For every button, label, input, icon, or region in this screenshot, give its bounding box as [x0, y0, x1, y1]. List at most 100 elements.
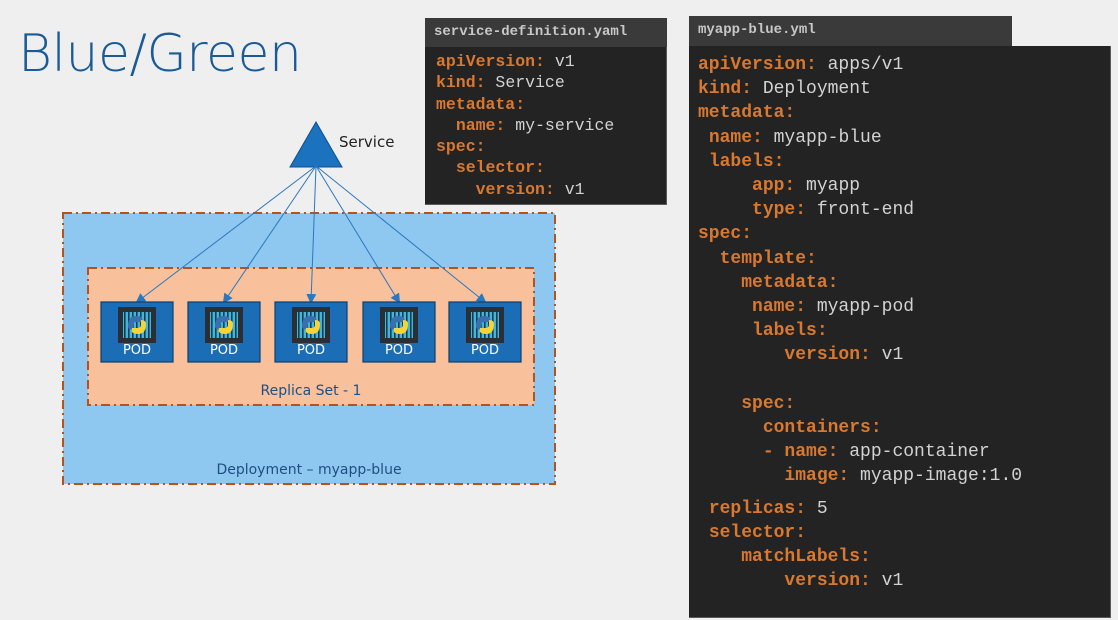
yaml-indent	[698, 499, 709, 519]
service-triangle-icon[interactable]	[289, 121, 343, 168]
python-container-icon	[205, 307, 243, 343]
yaml-value: apps/v1	[816, 55, 904, 75]
yaml-key: version:	[784, 571, 871, 592]
yaml-indent	[698, 321, 752, 341]
yaml-value: v1	[870, 571, 904, 592]
yaml-key: replicas:	[708, 498, 807, 519]
service-to-pod-arrow	[222, 165, 317, 304]
yaml-indent	[436, 116, 456, 135]
yaml-line: metadata:	[698, 101, 1110, 125]
yaml-line: - name: app-container	[698, 440, 1110, 464]
service-to-pod-arrow	[315, 165, 401, 304]
yaml-line: containers:	[698, 416, 1110, 440]
yaml-value: Deployment	[752, 79, 871, 100]
yaml-value: myapp	[795, 176, 861, 197]
yaml-value: myapp-image:1.0	[849, 466, 1023, 487]
pod-label: POD	[471, 343, 499, 358]
yaml-line: labels:	[698, 319, 1110, 343]
deployment-yaml-filename-tab[interactable]: myapp-blue.yml	[689, 16, 1012, 46]
yaml-line: selector:	[436, 157, 666, 178]
yaml-key: containers:	[762, 418, 882, 439]
yaml-line: template:	[698, 247, 1110, 271]
yaml-line: name: myapp-blue	[698, 126, 1110, 150]
yaml-line: name: myapp-pod	[698, 295, 1110, 319]
yaml-indent	[698, 176, 752, 196]
yaml-value: 5	[806, 498, 828, 519]
pod[interactable]: POD	[448, 301, 522, 363]
yaml-line: image: myapp-image:1.0	[698, 464, 1110, 488]
yaml-key: - name:	[762, 442, 839, 463]
yaml-indent	[698, 297, 752, 317]
yaml-key: labels:	[708, 151, 785, 172]
yaml-indent	[698, 128, 709, 148]
yaml-line: version: v1	[436, 179, 666, 200]
python-container-icon	[466, 307, 504, 343]
yaml-indent	[698, 442, 763, 462]
yaml-line: kind: Service	[436, 72, 666, 93]
pod[interactable]: POD	[274, 301, 348, 363]
service-yaml-filename-tab[interactable]: service-definition.yaml	[425, 18, 667, 47]
yaml-key: app:	[752, 176, 796, 197]
yaml-indent	[698, 152, 709, 172]
yaml-indent	[698, 200, 752, 220]
yaml-line: version: v1	[698, 343, 1110, 367]
yaml-line: apiVersion: apps/v1	[698, 53, 1110, 77]
service-to-pod-arrow	[315, 165, 487, 304]
yaml-key: name:	[455, 115, 506, 135]
yaml-line: selector:	[698, 521, 1110, 545]
yaml-indent	[698, 394, 741, 414]
yaml-line: matchLabels:	[698, 545, 1110, 569]
service-label: Service	[339, 133, 394, 151]
pod-label: POD	[123, 343, 151, 358]
yaml-value: v1	[870, 345, 904, 366]
yaml-indent	[698, 571, 784, 591]
yaml-indent	[698, 345, 784, 365]
deployment-diagram: Deployment – myapp-blue Replica Set - 1 …	[62, 121, 556, 485]
deployment-label: Deployment – myapp-blue	[216, 462, 401, 478]
yaml-key: kind:	[436, 73, 486, 93]
yaml-key: apiVersion:	[436, 52, 545, 71]
yaml-key: metadata:	[436, 94, 526, 114]
yaml-value: myapp-pod	[806, 297, 915, 318]
yaml-value: v1	[544, 52, 575, 71]
yaml-indent	[698, 547, 741, 567]
yaml-line: type: front-end	[698, 198, 1110, 222]
python-container-icon	[380, 307, 418, 343]
yaml-line: apiVersion: v1	[436, 51, 666, 72]
service-to-pod-arrow	[306, 165, 317, 304]
yaml-key: apiVersion:	[698, 55, 817, 75]
yaml-key: spec:	[436, 137, 486, 157]
yaml-key: version:	[475, 179, 555, 199]
yaml-key: image:	[784, 466, 850, 487]
yaml-key: selector:	[708, 522, 807, 543]
pod[interactable]: POD	[100, 301, 174, 363]
yaml-line: app: myapp	[698, 174, 1110, 198]
pod[interactable]: POD	[362, 301, 436, 363]
yaml-key: name:	[708, 127, 763, 148]
yaml-indent	[698, 418, 763, 438]
yaml-indent	[698, 466, 784, 486]
yaml-key: version:	[784, 345, 871, 366]
yaml-key: kind:	[698, 79, 753, 100]
yaml-value: v1	[554, 179, 585, 199]
yaml-line: spec:	[698, 392, 1110, 416]
yaml-line: kind: Deployment	[698, 77, 1110, 101]
yaml-key: labels:	[752, 321, 828, 342]
yaml-line: spec:	[436, 136, 666, 157]
yaml-indent	[436, 180, 476, 199]
yaml-line: metadata:	[698, 271, 1110, 295]
pod-label: POD	[297, 343, 325, 358]
python-container-icon	[118, 307, 156, 343]
pod-label: POD	[210, 343, 238, 358]
pod[interactable]: POD	[187, 301, 261, 363]
yaml-line: metadata:	[436, 94, 666, 115]
yaml-indent	[698, 523, 709, 543]
yaml-indent	[698, 273, 741, 293]
yaml-value: front-end	[806, 200, 915, 221]
yaml-key: spec:	[741, 393, 796, 414]
yaml-key: name:	[752, 297, 807, 318]
yaml-key: template:	[719, 248, 817, 269]
yaml-line: spec:	[698, 222, 1110, 246]
